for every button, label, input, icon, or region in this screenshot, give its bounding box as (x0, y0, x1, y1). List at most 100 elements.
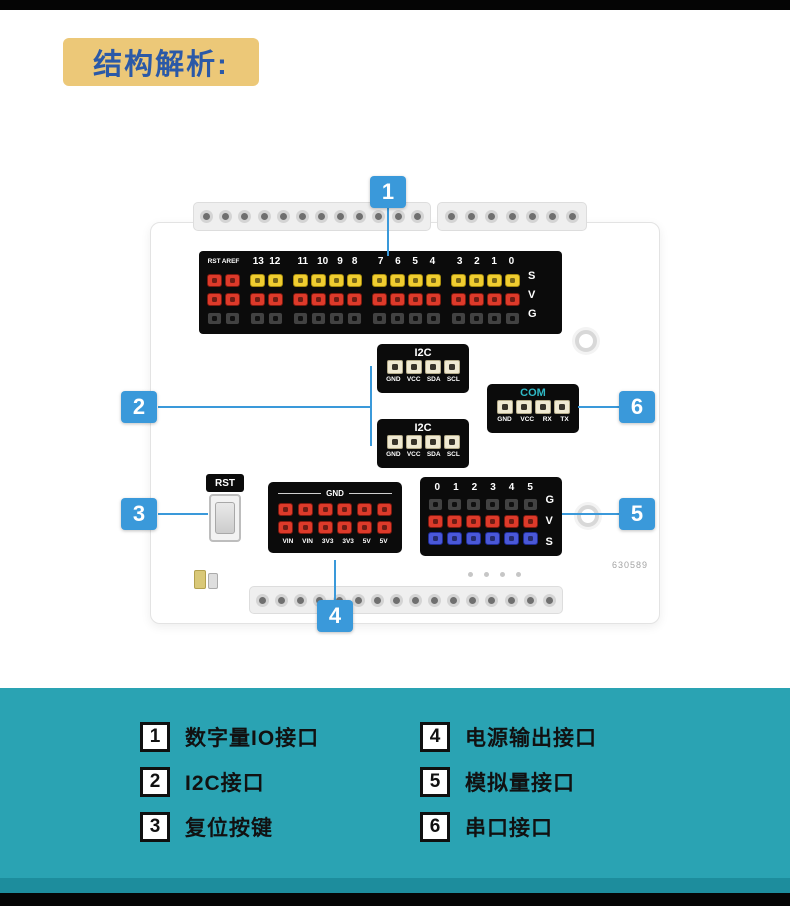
female-header-strip-bottom (249, 586, 563, 614)
title-badge: 结构解析: (63, 38, 259, 86)
jumper-pin-red (207, 274, 222, 287)
legend-item-5: 5 模拟量接口 (420, 767, 575, 797)
jumper-pin-yellow (390, 274, 405, 287)
header-socket (334, 210, 348, 223)
legend-item-1: 1 数字量IO接口 (140, 722, 319, 752)
legend-num-6: 6 (420, 812, 450, 842)
jumper-pin-red (250, 293, 265, 306)
jumper-pin-red (337, 521, 353, 534)
solder-pad (484, 572, 489, 577)
header-socket (219, 210, 233, 223)
jumper-pin-red (297, 503, 313, 516)
jumper-pin-yellow (311, 274, 326, 287)
header-socket (295, 210, 309, 223)
header-socket (410, 210, 424, 223)
jumper-pin-yellow (408, 274, 423, 287)
jumper-pin-dark (426, 312, 441, 325)
top-black-bar (0, 0, 790, 10)
i2c-pins (383, 360, 463, 374)
legend-item-2: 2 I2C接口 (140, 767, 265, 797)
header-socket (238, 210, 252, 223)
digital-row-label-v: V (528, 289, 536, 301)
i2c-title: I2C (414, 347, 432, 359)
header-socket (257, 210, 271, 223)
jumper-pin-cream (496, 400, 513, 414)
bottom-black-bar (0, 893, 790, 906)
header-socket (294, 593, 308, 607)
jumper-pin-yellow (451, 274, 466, 287)
digital-row-label-g: G (528, 308, 537, 320)
header-socket (466, 593, 480, 607)
legend-label-4: 电源输出接口 (465, 727, 597, 750)
jumper-pin-cream (405, 360, 422, 374)
header-socket (565, 210, 579, 223)
jumper-pin-dark (347, 312, 362, 325)
com-title: COM (520, 387, 546, 399)
legend-num-2: 2 (140, 767, 170, 797)
jumper-pin-red (278, 503, 293, 516)
gnd-text: GND (326, 488, 344, 498)
power-pin-rows (278, 503, 392, 534)
jumper-pin-dark (250, 312, 265, 325)
callout-3: 3 (121, 498, 157, 530)
header-socket (275, 593, 289, 607)
header-socket (372, 210, 386, 223)
jumper-pin-red (347, 293, 362, 306)
jumper-pin-cream (443, 360, 460, 374)
jumper-pin-dark (447, 498, 462, 511)
jumper-pin-dark (466, 498, 481, 511)
jumper-pin-dark (390, 312, 405, 325)
jumper-pin-dark (523, 498, 538, 511)
header-socket (445, 210, 459, 223)
header-socket (276, 210, 290, 223)
jumper-pin-red (469, 293, 484, 306)
jumper-pin-cream (405, 435, 422, 449)
callout-4: 4 (317, 600, 353, 632)
jumper-pin-red (487, 293, 502, 306)
callout-2: 2 (121, 391, 157, 423)
jumper-pin-dark (408, 312, 423, 325)
legend-label-5: 模拟量接口 (465, 772, 575, 795)
jumper-pin-yellow (329, 274, 344, 287)
jumper-pin-blue (447, 532, 462, 545)
jumper-pin-yellow (347, 274, 362, 287)
jumper-pin-blue (466, 532, 481, 545)
callout-6: 6 (619, 391, 655, 423)
jumper-pin-red (278, 521, 293, 534)
digital-row-label-s: S (528, 270, 536, 282)
legend-label-6: 串口接口 (465, 817, 553, 840)
title-badge-text: 结构解析: (93, 49, 229, 81)
jumper-pin-red (357, 503, 373, 516)
jumper-pin-cream (553, 400, 570, 414)
jumper-pin-blue (485, 532, 500, 545)
jumper-pin-red (390, 293, 405, 306)
header-socket (485, 593, 499, 607)
jumper-pin-dark (428, 498, 443, 511)
female-header-strip-top-right (437, 202, 587, 231)
jumper-pin-yellow (426, 274, 441, 287)
jumper-pin-blue (523, 532, 538, 545)
header-socket (314, 210, 328, 223)
jumper-pin-dark (505, 312, 520, 325)
jumper-pin-red (311, 293, 326, 306)
jumper-pin-dark (207, 312, 222, 325)
jumper-pin-yellow (268, 274, 283, 287)
jumper-pin-dark (372, 312, 387, 325)
jumper-pin-dark (504, 498, 519, 511)
legend-num-1: 1 (140, 722, 170, 752)
header-socket (523, 593, 537, 607)
jumper-pin-red (337, 503, 353, 516)
legend-num-5: 5 (420, 767, 450, 797)
callout-line-4 (334, 560, 336, 600)
